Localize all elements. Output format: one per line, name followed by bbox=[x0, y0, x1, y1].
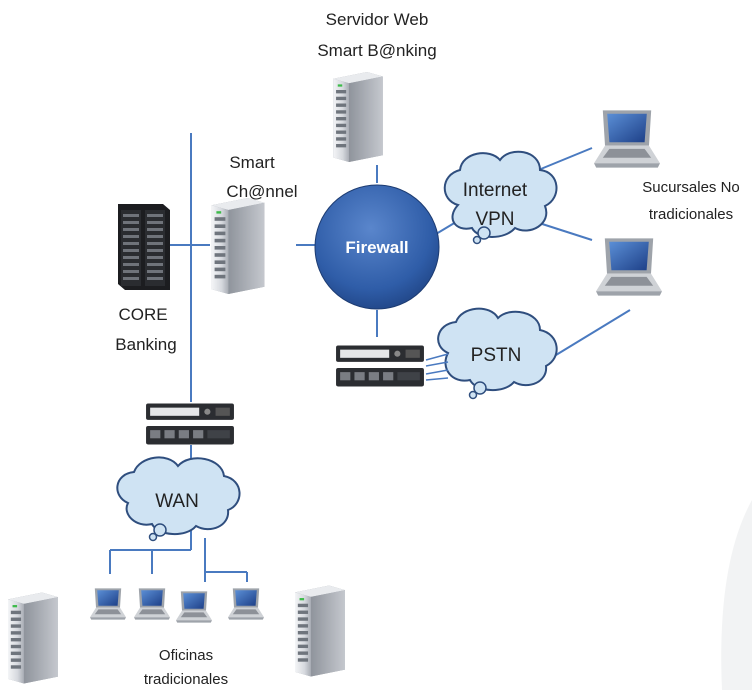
core-banking-rack-icon bbox=[118, 204, 170, 290]
wan-router-icon bbox=[146, 403, 234, 445]
pstn-router-icon bbox=[336, 345, 424, 387]
link-internet-laptop-2 bbox=[535, 221, 593, 241]
laptop-icon-oficina-2 bbox=[134, 588, 170, 620]
connection-lines bbox=[109, 133, 631, 582]
core-banking-label-line2: Banking bbox=[115, 335, 176, 354]
link-firewall-internet bbox=[435, 221, 457, 235]
web-server-label-line1: Servidor Web bbox=[326, 10, 429, 29]
laptop-icon-sucursal-2 bbox=[596, 238, 662, 296]
internet-vpn-cloud-icon bbox=[443, 150, 558, 245]
pstn-label: PSTN bbox=[471, 345, 522, 366]
smart-channel-label-line1: Smart bbox=[229, 153, 275, 172]
wan-cloud-icon bbox=[116, 456, 241, 542]
oficinas-label-line1: Oficinas bbox=[159, 647, 213, 664]
web-server-label-line2: Smart B@nking bbox=[317, 41, 436, 60]
firewall-icon bbox=[314, 184, 440, 310]
wan-label: WAN bbox=[155, 491, 199, 512]
laptop-icon-oficina-1 bbox=[90, 588, 126, 620]
pstn-cloud-icon bbox=[437, 307, 558, 400]
laptop-icon-sucursal-1 bbox=[594, 110, 660, 168]
sucursales-label-line1: Sucursales No bbox=[642, 179, 740, 196]
web-server-icon bbox=[333, 72, 383, 162]
firewall-label: Firewall bbox=[345, 238, 408, 257]
smart-channel-server-icon bbox=[211, 198, 265, 294]
oficina-server-icon-left bbox=[8, 592, 58, 684]
sucursales-label-line2: tradicionales bbox=[649, 206, 733, 223]
link-pstn-laptop bbox=[555, 309, 631, 356]
oficina-server-icon-right bbox=[295, 585, 345, 677]
internet-label-line1: Internet bbox=[463, 180, 528, 201]
pstn-router-links bbox=[425, 353, 449, 381]
oficinas-label-line2: tradicionales bbox=[144, 671, 228, 688]
laptop-icon-oficina-3 bbox=[176, 591, 212, 623]
laptop-icon-oficina-4 bbox=[228, 588, 264, 620]
smart-channel-label-line2: Ch@nnel bbox=[226, 182, 297, 201]
core-banking-label-line1: CORE bbox=[118, 305, 167, 324]
link-internet-laptop-1 bbox=[530, 147, 593, 174]
internet-label-line2: VPN bbox=[475, 209, 514, 230]
decorative-swoosh bbox=[721, 500, 752, 690]
